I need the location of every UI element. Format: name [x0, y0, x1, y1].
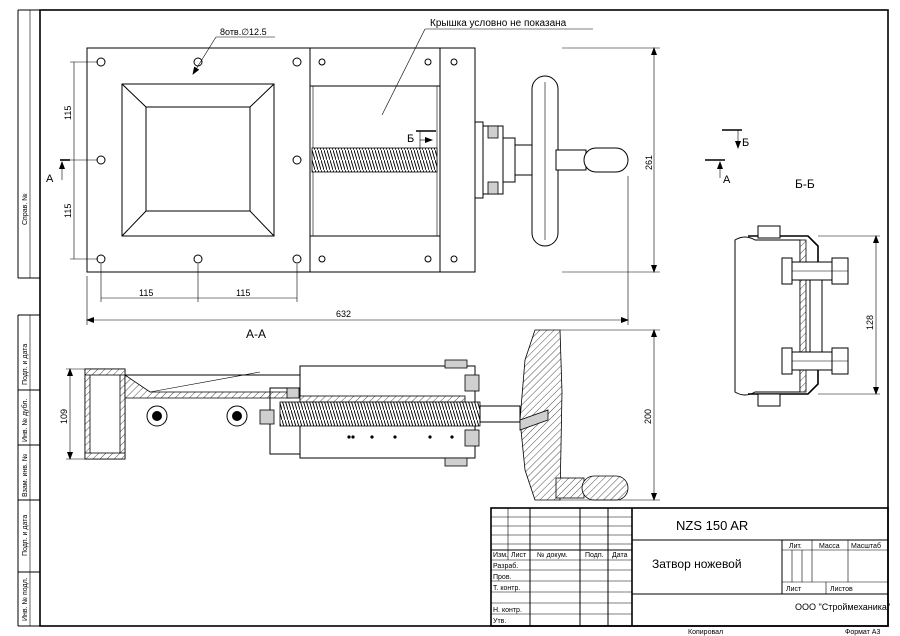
row-tkontr: Т. контр. [493, 585, 520, 592]
row-utv: Утв. [493, 618, 506, 625]
col-list: Лист [511, 552, 527, 559]
col-doc: № докум. [537, 552, 568, 559]
dim-128: 128 [865, 315, 875, 330]
title-designation: NZS 150 AR [676, 518, 748, 533]
top-view [86, 47, 629, 273]
dim-200: 200 [643, 409, 653, 424]
row-prov: Пров. [493, 574, 512, 581]
row-nkontr: Н. контр. [493, 607, 522, 614]
section-bb: Б А Б-Б 128 [705, 129, 880, 407]
side-strip-labels: Справ. № Подп. и дата Инв. № дубл. Взам.… [21, 193, 29, 621]
dim-261: 261 [644, 155, 654, 170]
dim-115-v2: 115 [63, 204, 73, 218]
sheet-frame [17, 9, 889, 627]
mark-a-left: А [46, 173, 54, 185]
dim-115-h1: 115 [139, 288, 153, 298]
section-aa-title: А-А [246, 327, 266, 341]
massa-label: Масса [819, 543, 840, 550]
row-razrab: Разраб. [493, 562, 518, 570]
inv-podl-label: Инв. № подл. [22, 577, 29, 621]
mark-b-body: Б [407, 133, 414, 145]
mark-b-right: Б [742, 137, 749, 149]
note-cover: Крышка условно не показана [430, 18, 567, 29]
section-aa: А-А [84, 327, 629, 501]
masshtab-label: Масштаб [851, 542, 881, 550]
mark-a-right: А [723, 174, 731, 186]
footer: Копировал Формат А3 [688, 629, 880, 636]
col-izm: Изм. [493, 552, 508, 559]
list-label: Лист [786, 586, 802, 593]
section-aa-dims: 109 200 [59, 329, 660, 501]
title-company: ООО "Строймеханика" [795, 602, 890, 612]
lit-label: Лит. [789, 543, 802, 550]
listov-label: Листов [830, 586, 853, 593]
inv-dubl-label: Инв. № дубл. [21, 399, 29, 442]
podp1-label: Подп. и дата [22, 344, 29, 385]
kopiroval-label: Копировал [688, 629, 723, 636]
note-holes: 8отв.∅12.5 [220, 27, 267, 37]
title-name: Затвор ножевой [652, 557, 742, 571]
dim-109: 109 [59, 409, 69, 424]
format-label: Формат А3 [845, 629, 880, 636]
col-date: Дата [612, 552, 628, 559]
bolt-holes [96, 57, 458, 264]
title-block: NZS 150 AR Затвор ножевой ООО "Строймеха… [490, 507, 890, 627]
vzam-label: Взам. инв. № [22, 454, 29, 497]
top-view-annotations: 8отв.∅12.5 Крышка условно не показана А … [46, 18, 660, 325]
podp2-label: Подп. и дата [22, 515, 29, 556]
dim-115-v1: 115 [63, 106, 73, 120]
section-bb-title: Б-Б [795, 177, 815, 191]
sprav-label: Справ. № [22, 193, 29, 225]
dim-115-h2: 115 [236, 288, 250, 298]
col-podp: Подп. [585, 552, 604, 559]
dim-632: 632 [336, 309, 351, 319]
